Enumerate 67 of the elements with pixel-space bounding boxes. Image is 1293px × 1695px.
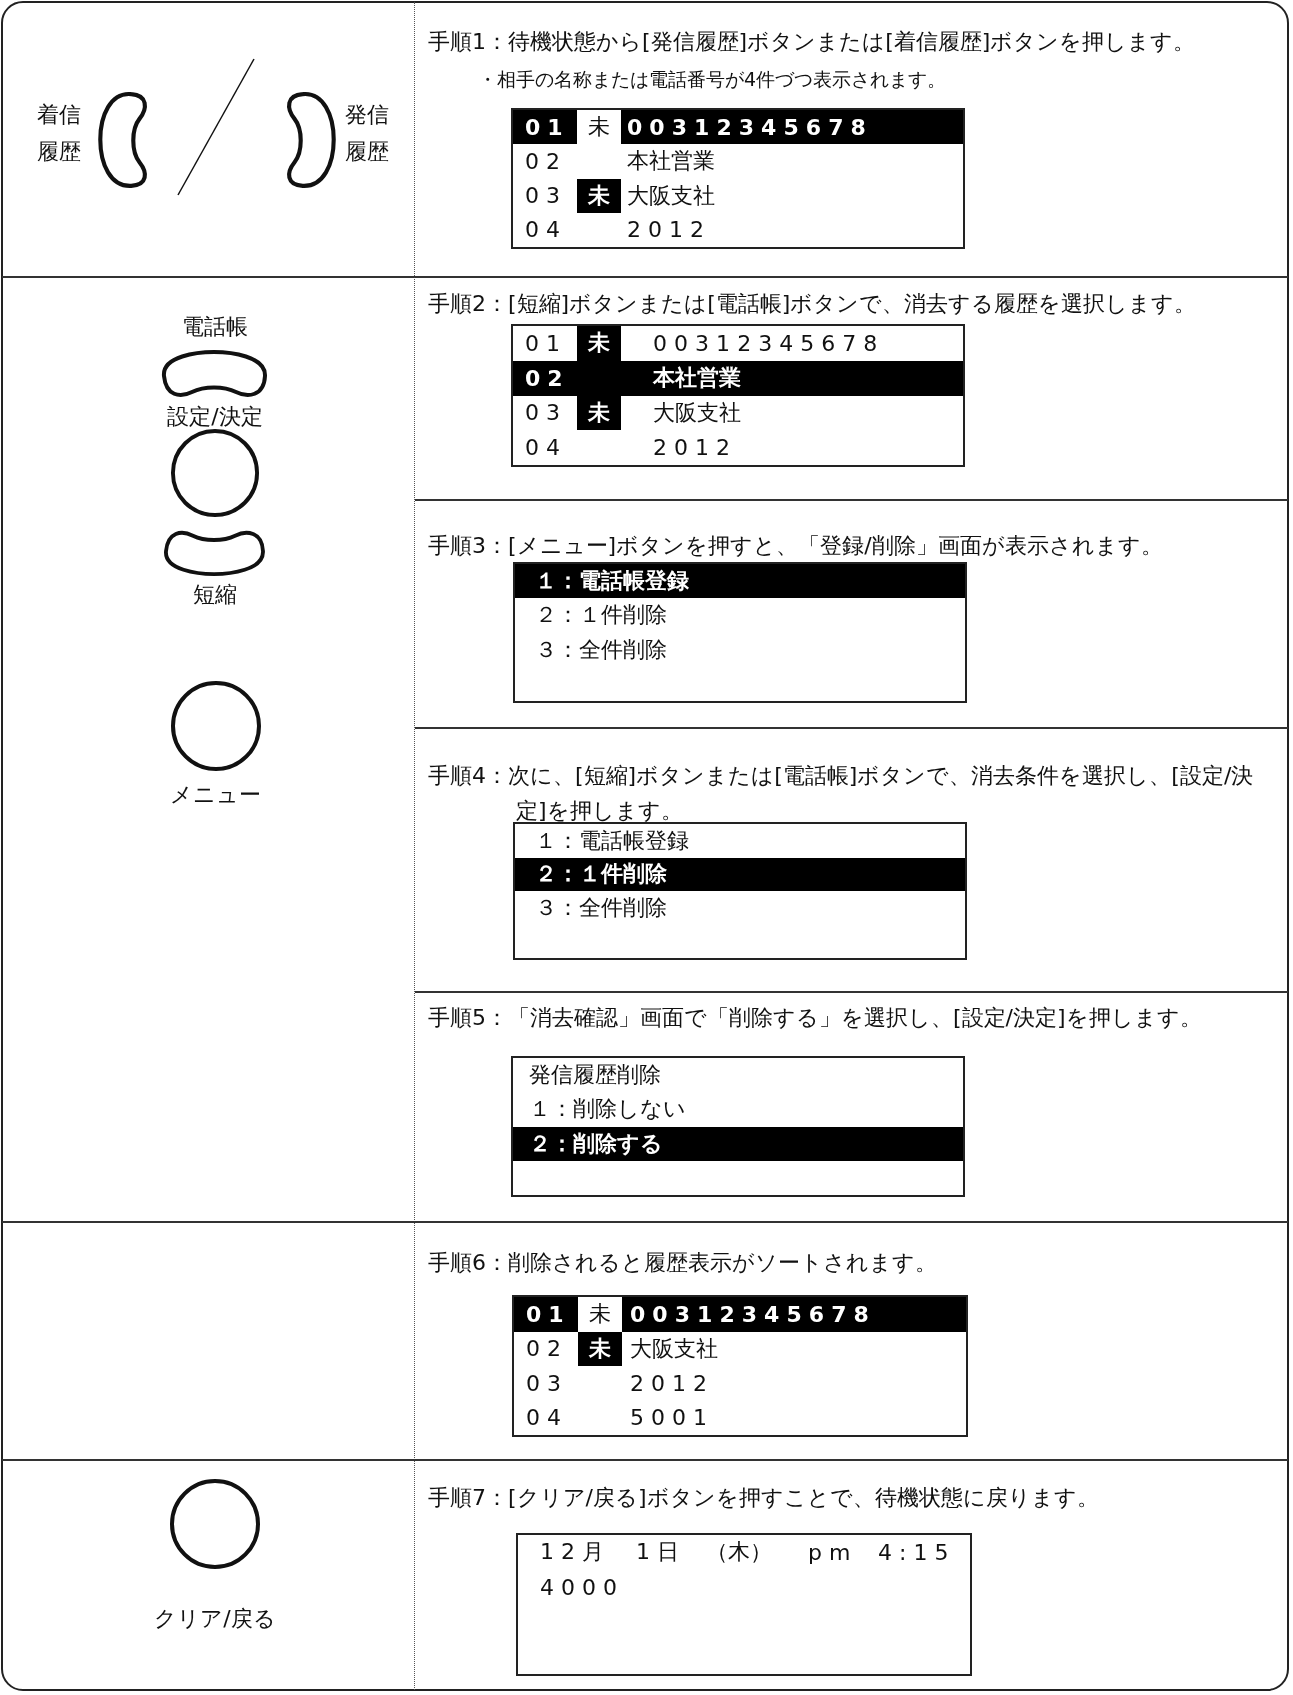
- screen-text: 2012: [630, 1369, 715, 1398]
- screen-text: 未: [577, 326, 621, 361]
- screen-text: 00312345678: [630, 1300, 876, 1329]
- screen-text: ２：削除する: [529, 1129, 663, 1158]
- screen-text: ２：１件削除: [535, 860, 667, 889]
- screen-text: 大阪支社: [627, 181, 715, 210]
- lcd-screen: [516, 1533, 972, 1676]
- screen-text: 4000: [540, 1573, 625, 1602]
- screen-text: 未: [577, 178, 621, 213]
- screen-text: 4:15: [878, 1538, 956, 1567]
- screen-text: 未: [578, 1331, 622, 1366]
- step-text: 手順6：削除されると履歴表示がソートされます。: [428, 1249, 937, 1277]
- lcd-screen: [511, 1056, 965, 1197]
- step-text: 手順3：[メニュー]ボタンを押すと、「登録/削除」画面が表示されます。: [428, 532, 1163, 560]
- screen-text: pm: [808, 1538, 858, 1567]
- lcd-screen: [513, 562, 967, 703]
- screen-text: 02: [526, 1335, 569, 1364]
- screen-text: 発信履歴削除: [529, 1061, 661, 1090]
- button-label: 着信履歴: [36, 101, 82, 167]
- screen-text: １：電話帳登録: [535, 567, 689, 596]
- step-text: 手順4：次に、[短縮]ボタンまたは[電話帳]ボタンで、消去条件を選択し、[設定/決定]を押します。: [428, 762, 1255, 826]
- screen-text: 04: [525, 216, 568, 245]
- button-label: メニュー: [168, 781, 262, 809]
- screen-text: 5001: [630, 1404, 715, 1433]
- screen-text: 02: [525, 364, 570, 393]
- screen-text: 01: [525, 113, 570, 142]
- lcd-screen: [513, 822, 967, 960]
- button-label: 発信履歴: [344, 101, 390, 167]
- screen-text: ２：１件削除: [535, 601, 667, 630]
- screen-text: 01: [526, 1300, 571, 1329]
- screen-text: 未: [578, 1297, 622, 1332]
- lcd-screen: [511, 324, 965, 467]
- screen-text: ３：全件削除: [535, 893, 667, 922]
- screen-text: 04: [526, 1404, 569, 1433]
- screen-text: 本社営業: [627, 147, 715, 176]
- screen-text: ３：全件削除: [535, 635, 667, 664]
- screen-text: 00312345678: [627, 113, 873, 142]
- screen-text: 03: [525, 182, 568, 211]
- screen-text: 本社営業: [653, 364, 741, 393]
- button-label: 短縮: [192, 581, 238, 609]
- step-text: ・相手の名称または電話番号が4件づつ表示されます。: [478, 67, 947, 92]
- screen-text: 大阪支社: [630, 1334, 718, 1363]
- screen-text: 未: [577, 395, 621, 431]
- screen-text: 03: [526, 1369, 569, 1398]
- screen-text: 00312345678: [653, 329, 885, 358]
- screen-text: 未: [577, 110, 621, 145]
- screen-text: 02: [525, 147, 568, 176]
- screen-text: 大阪支社: [653, 398, 741, 427]
- screen-text: 2012: [653, 434, 738, 463]
- button-label: 電話帳: [181, 313, 249, 341]
- lcd-screen: [512, 1295, 968, 1437]
- screen-text: 2012: [627, 216, 712, 245]
- step-text: 手順5：「消去確認」画面で「削除する」を選択し、[設定/決定]を押します。: [428, 1004, 1202, 1032]
- screen-text: 12月: [540, 1538, 612, 1567]
- screen-text: 1日: [636, 1538, 687, 1567]
- screen-text: 04: [525, 434, 568, 463]
- screen-text: 03: [525, 399, 568, 428]
- button-label: クリア/戻る: [153, 1605, 277, 1633]
- step-text: 手順7：[クリア/戻る]ボタンを押すことで、待機状態に戻ります。: [428, 1484, 1099, 1512]
- lcd-screen: [511, 108, 965, 249]
- button-label: 設定/決定: [166, 403, 264, 431]
- step-text: 手順2：[短縮]ボタンまたは[電話帳]ボタンで、消去する履歴を選択します。: [428, 290, 1197, 318]
- step-text: 手順1：待機状態から[発信履歴]ボタンまたは[着信履歴]ボタンを押します。: [428, 28, 1196, 56]
- screen-text: １：電話帳登録: [535, 826, 689, 855]
- screen-text: 01: [525, 329, 568, 358]
- screen-text: １：削除しない: [529, 1095, 686, 1124]
- screen-text: （木）: [706, 1538, 772, 1567]
